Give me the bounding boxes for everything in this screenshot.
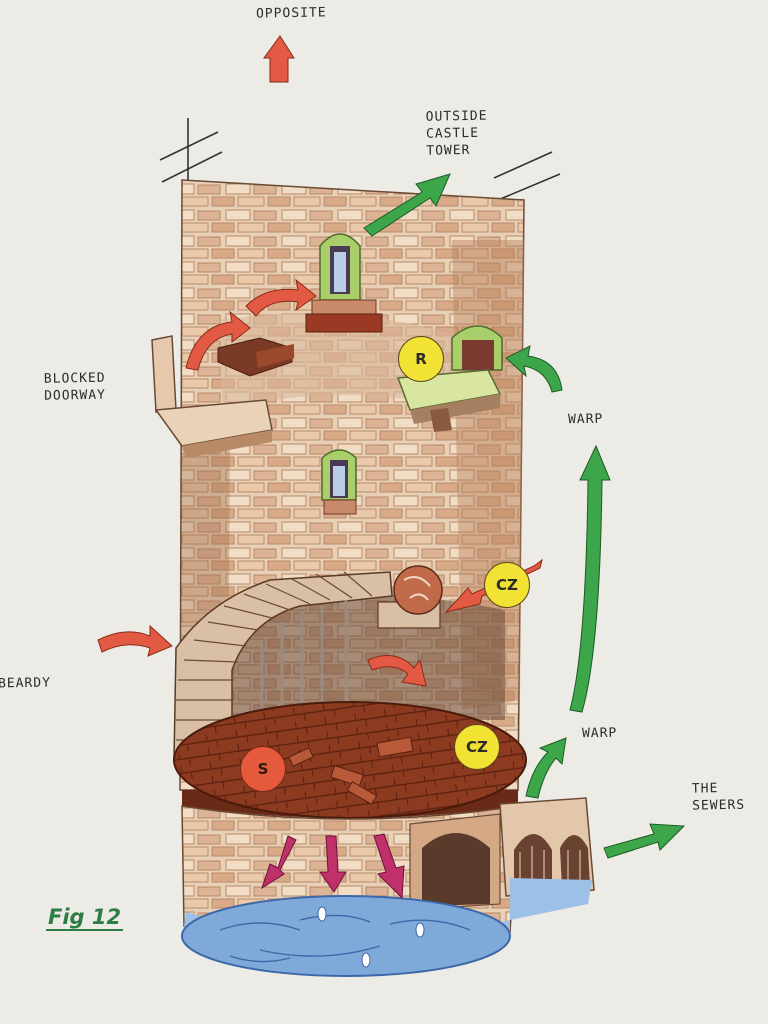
drop-arrow-icon [261,835,297,890]
lower-tower [181,797,595,933]
figure-caption: Fig 12 [46,905,124,931]
label-warp-top: WARP [567,411,604,428]
sewers-arrow-icon [603,823,686,859]
boulder [377,565,443,629]
warp-up-arrow-icon [569,444,611,713]
curve-arrow-icon [367,655,427,687]
opposite-arrow-icon [263,35,295,83]
marker-r: R [398,336,444,382]
outside-castle-arrow-icon [363,173,451,237]
curve-arrow-icon [185,310,251,371]
drop-arrows [261,833,405,900]
label-the-sewers: THE SEWERS [691,781,746,814]
spiral-staircase [173,571,393,761]
label-blocked-doorway: BLOCKED DOORWAY [43,370,107,404]
drop-arrow-icon [373,833,405,900]
upper-steps [217,337,294,377]
blocked-doorway-ledge [151,335,273,458]
curve-arrow-icon [245,278,317,317]
label-beardy: BEARDY [0,675,52,692]
marker-cz-lower: CZ [454,724,500,770]
break-lines [159,118,561,201]
warp-lower-arrow-icon [525,737,567,799]
label-opposite: OPPOSITE [255,5,327,22]
label-warp-bottom: WARP [581,725,618,742]
water-pool [181,878,592,977]
top-window [305,233,383,333]
marker-s: S [240,746,286,792]
green-arrows [363,173,686,859]
marker-cz-upper: CZ [484,562,530,608]
r-warp-arrow-icon [505,345,563,393]
beardy-arrow-icon [97,624,173,657]
middle-window [321,449,357,515]
label-outside-castle-tower: OUTSIDE CASTLE TOWER [425,108,488,159]
drop-arrow-icon [319,835,347,893]
